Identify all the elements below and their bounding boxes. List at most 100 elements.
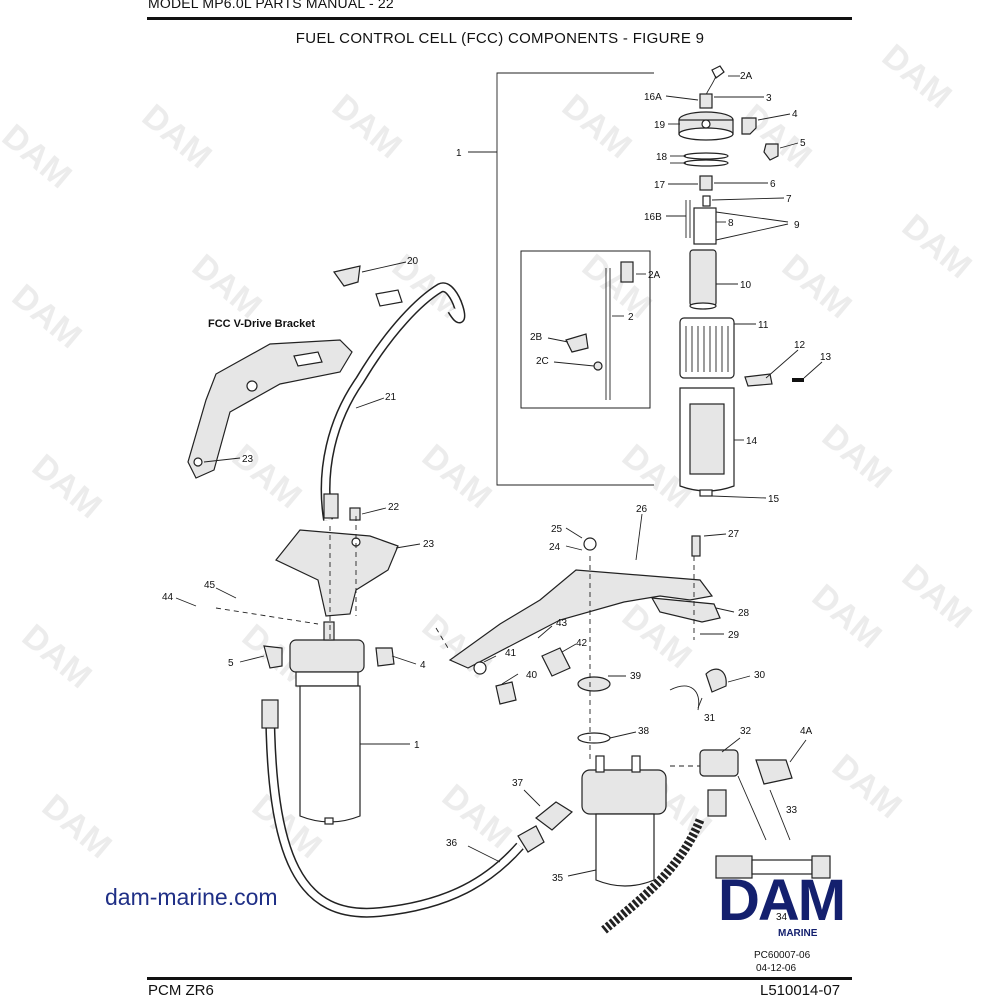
website-link[interactable]: dam-marine.com (105, 884, 278, 910)
callout: 38 (638, 726, 650, 737)
callout: 40 (526, 670, 538, 681)
watermark: DAM (895, 557, 979, 636)
watermark: DAM (325, 87, 409, 166)
inset-box (520, 250, 651, 409)
callout: 43 (556, 618, 568, 629)
hose-21 (323, 265, 403, 519)
watermark: DAM (875, 37, 959, 116)
callout: 16A (644, 92, 662, 103)
callout: 34 (776, 912, 788, 923)
callout: 35 (552, 873, 564, 884)
mounting-plate (448, 535, 721, 669)
callout: 44 (162, 592, 174, 603)
callout: 18 (656, 152, 668, 163)
watermark-layer: DAM DAM DAM DAM DAM DAM DAM DAM DAM DAM … (0, 37, 979, 866)
fuel-filter (679, 317, 735, 379)
callout: 25 (551, 524, 563, 535)
callout: 7 (786, 194, 792, 205)
callout: 19 (654, 120, 666, 131)
callout: 13 (820, 352, 832, 363)
callout: 41 (505, 648, 517, 659)
v-drive-bracket (187, 339, 353, 479)
callout: 22 (388, 502, 400, 513)
callout: 28 (738, 608, 750, 619)
callout: 20 (407, 256, 419, 267)
electrical-connectors (699, 749, 831, 879)
group-bracket (496, 72, 654, 486)
callout: 42 (576, 638, 588, 649)
watermark: DAM (135, 97, 219, 176)
footer-left: PCM ZR6 (148, 982, 214, 999)
callout: 4 (420, 660, 426, 671)
leader-lines (175, 75, 823, 877)
callout: 2 (628, 312, 634, 323)
callout: 4A (800, 726, 813, 737)
callout: 21 (385, 392, 397, 403)
callout: 1 (414, 740, 420, 751)
footer-rule (147, 977, 852, 980)
callout: 14 (746, 436, 758, 447)
callout: 2A (648, 270, 661, 281)
fasteners (473, 647, 727, 744)
watermark: DAM (5, 277, 89, 356)
callout: 31 (704, 713, 716, 724)
fcc-cap-assembly (678, 65, 734, 310)
watermark: DAM (895, 207, 979, 286)
callout: 9 (794, 220, 800, 231)
watermark: DAM (35, 787, 119, 866)
callout: 37 (512, 778, 524, 789)
callout: 2A (740, 71, 753, 82)
callout: 12 (794, 340, 806, 351)
brand-logo: DAM MARINE (718, 872, 894, 942)
fcc-canister-lower (263, 621, 395, 825)
fcc-mount-bracket (275, 507, 399, 617)
footer-right: L510014-07 (760, 982, 841, 999)
callout: 32 (740, 726, 752, 737)
manual-title: MODEL MP6.0L PARTS MANUAL - 22 (148, 0, 394, 11)
callout: 5 (228, 658, 234, 669)
callout: 2C (536, 356, 549, 367)
watermark: DAM (825, 747, 909, 826)
callout: 33 (786, 805, 798, 816)
callout: 30 (754, 670, 766, 681)
watermark: DAM (815, 417, 899, 496)
brand-name: DAM (718, 868, 846, 933)
inset-harness (565, 261, 634, 400)
callout: 24 (549, 542, 561, 553)
callout: 11 (758, 320, 769, 331)
figure-title: FUEL CONTROL CELL (FCC) COMPONENTS - FIG… (295, 30, 705, 47)
callout: 39 (630, 671, 642, 682)
watermark: DAM (555, 87, 639, 166)
watermark: DAM (0, 117, 79, 196)
callout: 4 (792, 109, 798, 120)
callout: 29 (728, 630, 740, 641)
fuel-pump (517, 755, 667, 887)
watermark: DAM (185, 247, 269, 326)
watermark: DAM (805, 577, 889, 656)
brand-subtitle: MARINE (778, 928, 818, 939)
callout: 16B (644, 212, 662, 223)
callout: 27 (728, 529, 740, 540)
watermark: DAM (415, 437, 499, 516)
callout-labels: 1 2A 16A 3 19 4 5 18 17 6 7 16B 8 9 2A 1… (162, 71, 832, 923)
callout: 23 (242, 454, 254, 465)
drawing-date: 04-12-06 (756, 963, 797, 974)
watermark: DAM (735, 97, 819, 176)
callout: 23 (423, 539, 435, 550)
callout: 36 (446, 838, 458, 849)
drawing-code: PC60007-06 (754, 950, 811, 961)
section-label-v-drive: FCC V-Drive Bracket (208, 318, 315, 330)
callout: 1 (456, 148, 462, 159)
callout: 2B (530, 332, 543, 343)
callout: 45 (204, 580, 216, 591)
callout: 10 (740, 280, 752, 291)
callout: 17 (654, 180, 666, 191)
callout: 26 (636, 504, 648, 515)
watermark: DAM (25, 447, 109, 526)
callout: 5 (800, 138, 806, 149)
watermark: DAM (225, 437, 309, 516)
header-rule (147, 17, 852, 20)
filter-bowl (679, 387, 735, 497)
hose-fitting (261, 699, 279, 729)
